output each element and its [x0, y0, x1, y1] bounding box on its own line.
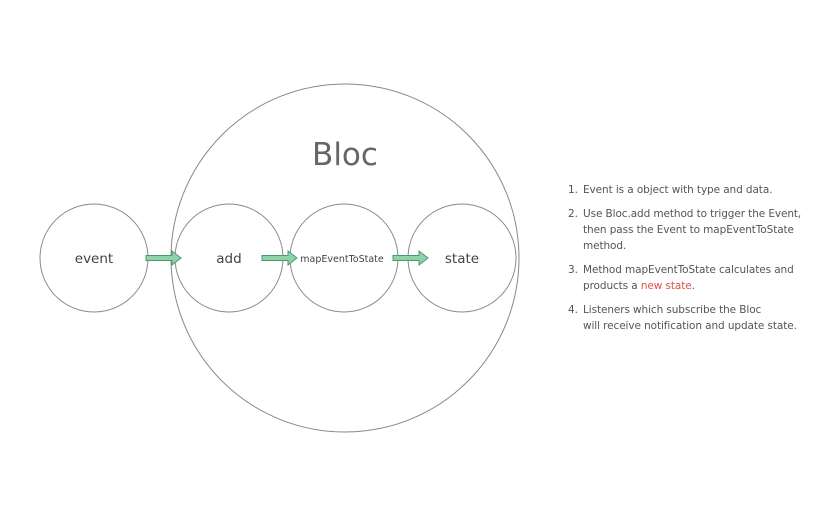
- bloc-title: Bloc: [312, 137, 378, 173]
- note-number: 3.: [568, 264, 578, 276]
- new-state-highlight: new state: [640, 280, 692, 292]
- arrow-map-to-state: [392, 249, 429, 267]
- note-number: 2.: [568, 208, 578, 220]
- note-number: 1.: [568, 184, 578, 196]
- note-text: Event is a object with type and data.: [583, 184, 773, 196]
- note-text: Listeners which subscribe the Bloc will …: [583, 304, 797, 332]
- arrow-add-to-map: [261, 249, 298, 267]
- note-item-2: 2. Use Bloc.add method to trigger the Ev…: [568, 206, 826, 254]
- map-event-to-state-label: mapEventToState: [300, 254, 384, 265]
- note-text: Use Bloc.add method to trigger the Event…: [583, 208, 802, 252]
- event-label: event: [75, 251, 113, 267]
- notes-list: 1. Event is a object with type and data.…: [568, 182, 826, 342]
- add-label: add: [216, 251, 241, 267]
- note-item-4: 4. Listeners which subscribe the Bloc wi…: [568, 302, 826, 334]
- note-number: 4.: [568, 304, 578, 316]
- arrow-event-to-add: [145, 249, 182, 267]
- note-text: Method mapEventToState calculates and pr…: [583, 262, 826, 294]
- note-text-after: .: [691, 280, 695, 292]
- note-item-1: 1. Event is a object with type and data.: [568, 182, 826, 198]
- note-text-before: Method mapEventToState calculates and pr…: [583, 264, 794, 292]
- note-item-3: 3. Method mapEventToState calculates and…: [568, 262, 826, 294]
- state-label: state: [445, 251, 479, 267]
